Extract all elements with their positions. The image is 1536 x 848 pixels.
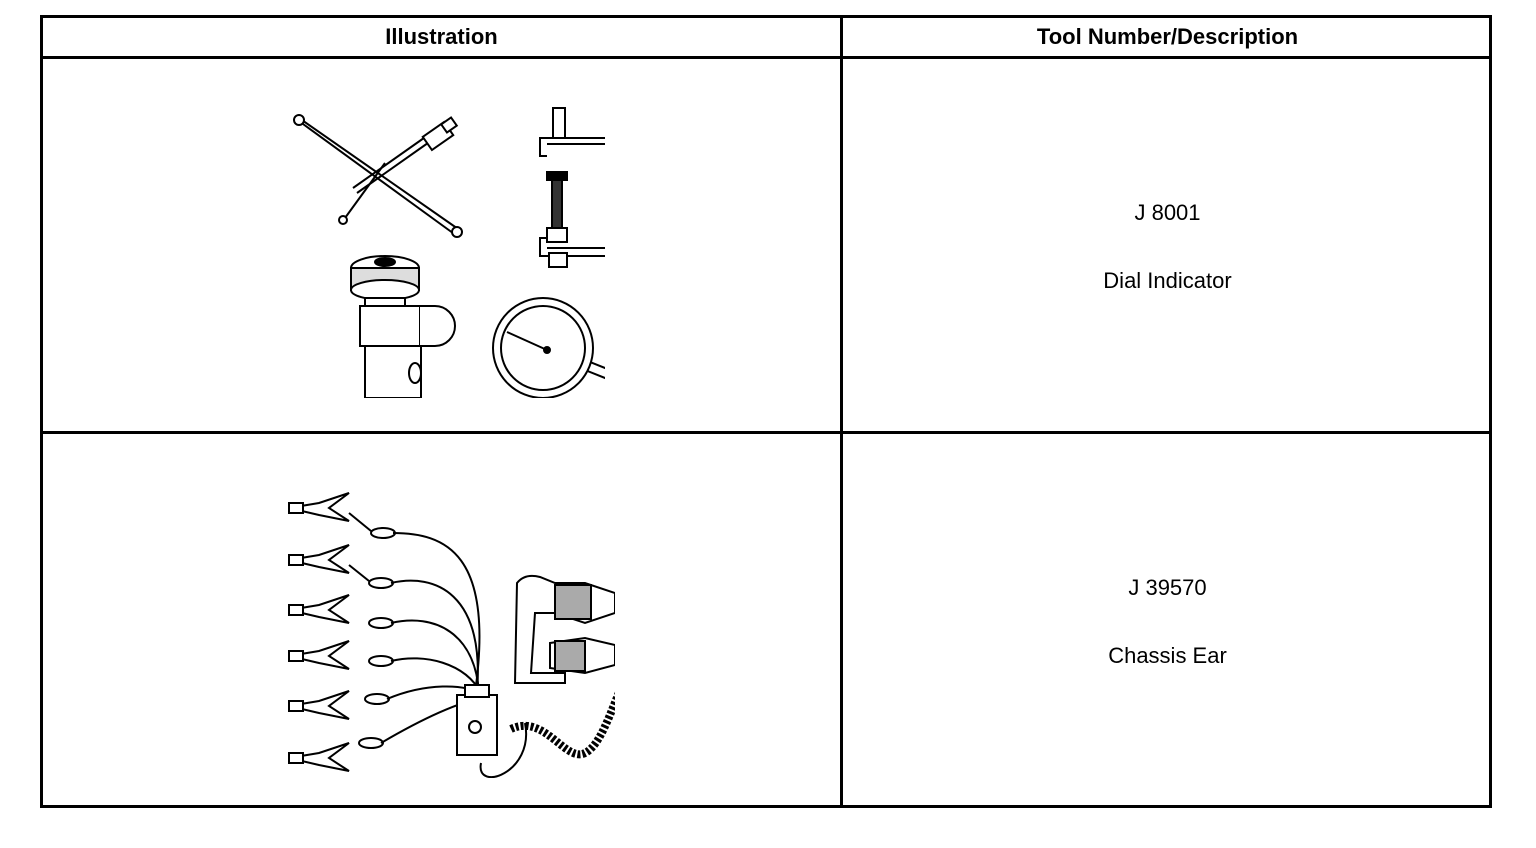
header-tool-number-description: Tool Number/Description <box>1036 24 1299 49</box>
coiled-cable-icon <box>509 691 615 759</box>
header-divider <box>43 56 1489 59</box>
control-box-icon <box>456 684 498 756</box>
tool-number-j8001: J 8001 <box>1134 200 1201 225</box>
header-illustration: Illustration <box>385 24 498 49</box>
microphone-clamps-icon <box>513 574 615 684</box>
tool-number-j39570: J 39570 <box>1128 575 1207 600</box>
alligator-clips-icon <box>288 492 396 772</box>
c-clamp-icon <box>539 107 605 268</box>
dial-gauge-icon <box>492 297 605 398</box>
dial-indicator-set-illustration <box>285 98 605 398</box>
cross-bar-icon <box>293 114 463 238</box>
tool-description-dial-indicator: Dial Indicator <box>1103 268 1232 293</box>
chassis-ear-kit-illustration <box>285 473 615 778</box>
knurled-holder-icon <box>350 255 456 398</box>
tool-table: Illustration Tool Number/Description J 8… <box>40 15 1492 808</box>
row-divider <box>43 431 1489 434</box>
lead-wires-icon <box>380 532 528 778</box>
tool-description-chassis-ear: Chassis Ear <box>1108 643 1227 668</box>
column-divider <box>840 18 843 805</box>
